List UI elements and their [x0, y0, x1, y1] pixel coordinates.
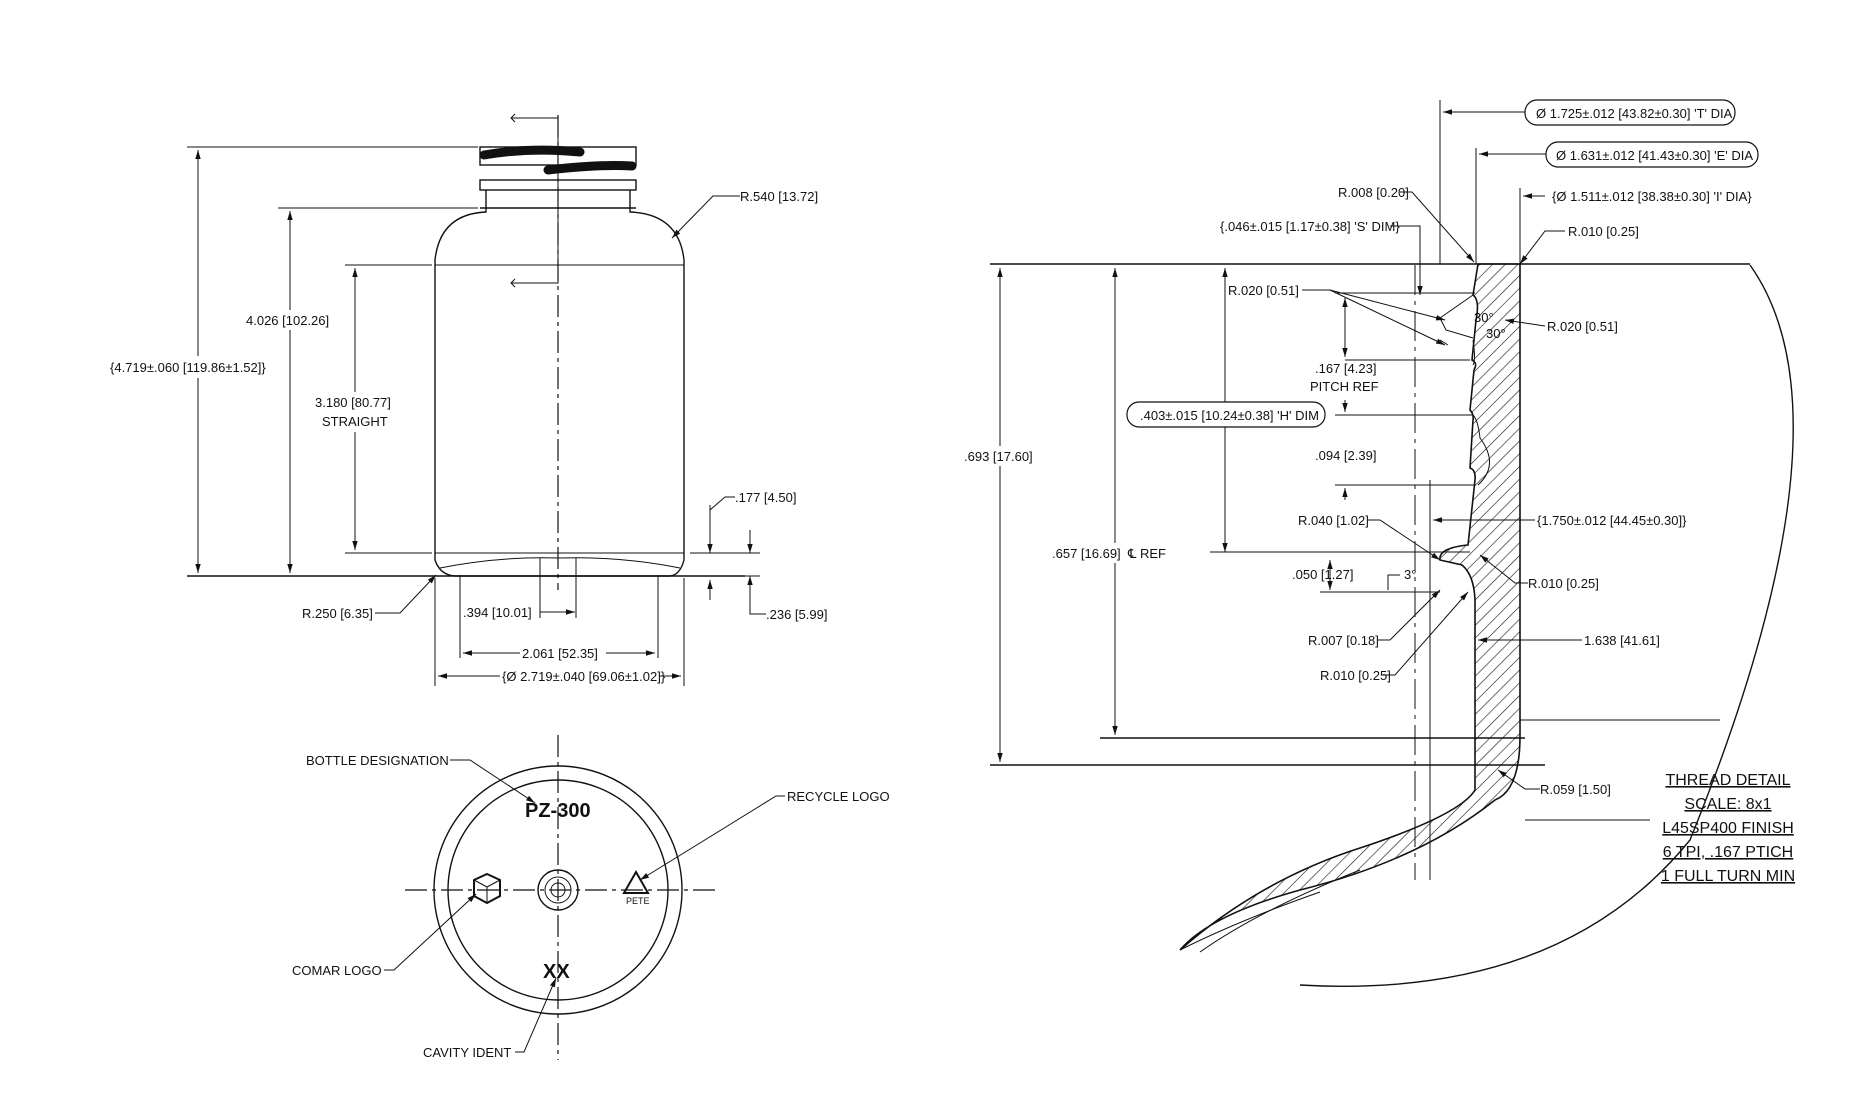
front-view: {4.719±.060 [119.86±1.52]} 4.026 [102.26…: [108, 113, 827, 686]
cavity-ident-mark: XX: [543, 961, 570, 983]
dim-2061-label: 2.061 [52.35]: [522, 646, 598, 661]
straight-label: STRAIGHT: [322, 414, 388, 429]
shoulder-radius-label: R.540 [13.72]: [740, 189, 818, 204]
body-diameter-label: {Ø 2.719±.040 [69.06±1.02]}: [502, 669, 666, 684]
dim-236-label: .236 [5.99]: [766, 607, 827, 622]
thread-detail-view: Ø 1.725±.012 [43.82±0.30] 'T' DIA Ø 1.63…: [962, 99, 1794, 987]
overall-height-dim: {4.719±.060 [119.86±1.52]}: [110, 360, 266, 375]
r020-right-label: R.020 [0.51]: [1547, 319, 1618, 334]
recycle-logo-label: RECYCLE LOGO: [787, 789, 890, 804]
r010-top-label: R.010 [0.25]: [1568, 224, 1639, 239]
dim-050-label: .050 [1.27]: [1292, 567, 1353, 582]
comar-logo-label: COMAR LOGO: [292, 963, 382, 978]
angle-30a-label: 30°: [1474, 310, 1494, 325]
pitch-value-label: .167 [4.23]: [1315, 361, 1376, 376]
dim-094-label: .094 [2.39]: [1315, 448, 1376, 463]
straight-dim: 3.180 [80.77]: [315, 395, 391, 410]
thread-detail-notes: THREAD DETAIL SCALE: 8x1 L45SP400 FINISH…: [1661, 772, 1795, 885]
r040-label: R.040 [1.02]: [1298, 513, 1369, 528]
angle-30b-label: 30°: [1486, 326, 1506, 341]
recycle-code: PETE: [626, 896, 650, 906]
t-dia-label: Ø 1.725±.012 [43.82±0.30] 'T' DIA: [1536, 106, 1733, 121]
e-dia-label: Ø 1.631±.012 [41.43±0.30] 'E' DIA: [1556, 148, 1753, 163]
base-radius-label: R.250 [6.35]: [302, 606, 373, 621]
dim-1750-label: {1.750±.012 [44.45±0.30]}: [1537, 513, 1687, 528]
dim-177-label: .177 [4.50]: [735, 490, 796, 505]
note-line-5: 1 FULL TURN MIN: [1661, 868, 1795, 885]
dim-394-label: .394 [10.01]: [463, 605, 532, 620]
r010-low-label: R.010 [0.25]: [1320, 668, 1391, 683]
cl-ref-label: ℄ REF: [1127, 546, 1166, 561]
bottle-body: [434, 208, 685, 577]
s-dim-label: {.046±.015 [1.17±0.38] 'S' DIM}: [1220, 219, 1400, 234]
bottle-designation-mark: PZ-300: [525, 800, 591, 822]
r059-label: R.059 [1.50]: [1540, 782, 1611, 797]
note-line-1: THREAD DETAIL: [1665, 772, 1790, 789]
recycle-logo-icon: PETE: [622, 869, 650, 906]
r020-left-label: R.020 [0.51]: [1228, 283, 1299, 298]
angle-3-label: 3°: [1404, 567, 1416, 582]
dim-657-label: .657 [16.69]: [1052, 546, 1121, 561]
pitch-ref-label: PITCH REF: [1310, 379, 1379, 394]
h-dim-label: .403±.015 [10.24±0.38] 'H' DIM: [1140, 408, 1319, 423]
i-dia-label: {Ø 1.511±.012 [38.38±0.30] 'I' DIA}: [1552, 189, 1752, 204]
note-line-2: SCALE: 8x1: [1684, 796, 1771, 813]
note-line-4: 6 TPI, .167 PTICH: [1663, 844, 1793, 861]
bottle-designation-label: BOTTLE DESIGNATION: [306, 753, 449, 768]
note-line-3: L45SP400 FINISH: [1662, 820, 1794, 837]
r010-mid-label: R.010 [0.25]: [1528, 576, 1599, 591]
wall-section: [1179, 263, 1521, 951]
comar-logo-icon: [473, 872, 501, 905]
bottom-view: PZ-300 XX PETE BOTTLE DESIGNATION RECYCL…: [292, 735, 890, 1060]
cavity-ident-label: CAVITY IDENT: [423, 1045, 511, 1060]
dim-1638-label: 1.638 [41.61]: [1584, 633, 1660, 648]
r008-label: R.008 [0.20]: [1338, 185, 1409, 200]
dim-693-label: .693 [17.60]: [964, 449, 1033, 464]
r007-label: R.007 [0.18]: [1308, 633, 1379, 648]
body-height-dim: 4.026 [102.26]: [246, 313, 329, 328]
